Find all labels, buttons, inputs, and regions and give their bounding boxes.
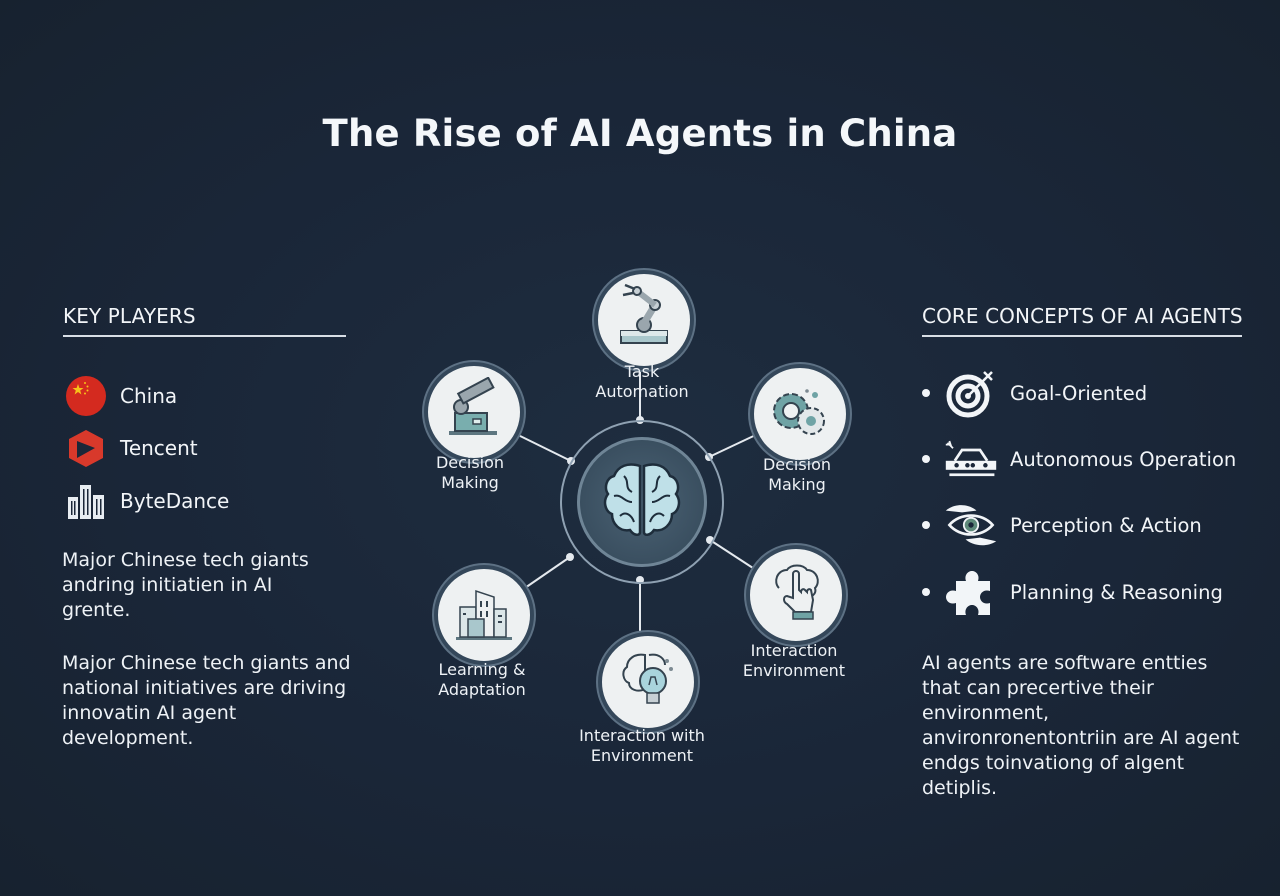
brain-hand-icon: [763, 560, 829, 630]
concept-label: Perception & Action: [1010, 513, 1202, 537]
city-buildings-icon: [452, 581, 516, 649]
node-decision-making-left: [424, 362, 524, 462]
node-interaction-environment: [746, 545, 846, 645]
player-tencent: Tencent: [66, 428, 198, 468]
brain-icon: [594, 452, 690, 552]
node-interaction-with-environment: [598, 632, 698, 732]
key-players-heading: KEY PLAYERS: [63, 304, 196, 328]
bullet: [922, 521, 930, 529]
node-task-automation: [594, 270, 694, 370]
gears-icon: [765, 377, 835, 451]
concept-perception-action: Perception & Action: [922, 500, 1202, 550]
core-concepts-heading: CORE CONCEPTS OF AI AGENTS: [922, 304, 1243, 328]
node-decision-making-right: [750, 364, 850, 464]
autonomous-car-icon: [944, 434, 998, 484]
node-label: Decision Making: [435, 453, 505, 492]
player-label: China: [120, 384, 178, 408]
tencent-logo-icon: [66, 428, 106, 468]
node-learning-adaptation: [434, 565, 534, 665]
robot-arm-icon: [609, 283, 679, 357]
telescope-icon: [441, 376, 507, 447]
player-bytedance: ByteDance: [66, 481, 229, 521]
concept-label: Goal-Oriented: [1010, 381, 1148, 405]
key-players-divider: [63, 335, 346, 337]
china-flag-icon: [66, 376, 106, 416]
eye-hands-icon: [944, 500, 998, 550]
bullet: [922, 389, 930, 397]
node-label: Interaction with Environment: [579, 726, 705, 765]
concept-label: Autonomous Operation: [1010, 447, 1237, 471]
player-label: Tencent: [120, 436, 198, 460]
central-hub: [560, 420, 724, 584]
concept-planning-reasoning: Planning & Reasoning: [922, 567, 1223, 617]
puzzle-icon: [944, 567, 998, 617]
brain-lightbulb-icon: [615, 647, 681, 717]
player-china: China: [66, 376, 177, 416]
target-icon: [944, 368, 998, 418]
node-label: Interaction Environment: [742, 641, 846, 680]
buildings-icon: [66, 481, 106, 521]
bullet: [922, 588, 930, 596]
key-players-paragraph-2: Major Chinese tech giants and national i…: [62, 652, 351, 749]
player-label: ByteDance: [120, 489, 230, 513]
key-players-paragraph-1: Major Chinese tech giants andring initia…: [62, 549, 309, 621]
concept-label: Planning & Reasoning: [1010, 580, 1223, 604]
core-concepts-paragraph: AI agents are software entties that can …: [922, 652, 1240, 799]
concept-goal-oriented: Goal-Oriented: [922, 368, 1147, 418]
bullet: [922, 455, 930, 463]
node-label: Decision Making: [762, 455, 832, 494]
page-title: The Rise of AI Agents in China: [322, 112, 958, 155]
node-label: Learning & Adaptation: [438, 660, 526, 699]
core-concepts-divider: [922, 335, 1242, 337]
node-label: Task Automation: [595, 362, 689, 401]
concept-autonomous-operation: Autonomous Operation: [922, 434, 1236, 484]
